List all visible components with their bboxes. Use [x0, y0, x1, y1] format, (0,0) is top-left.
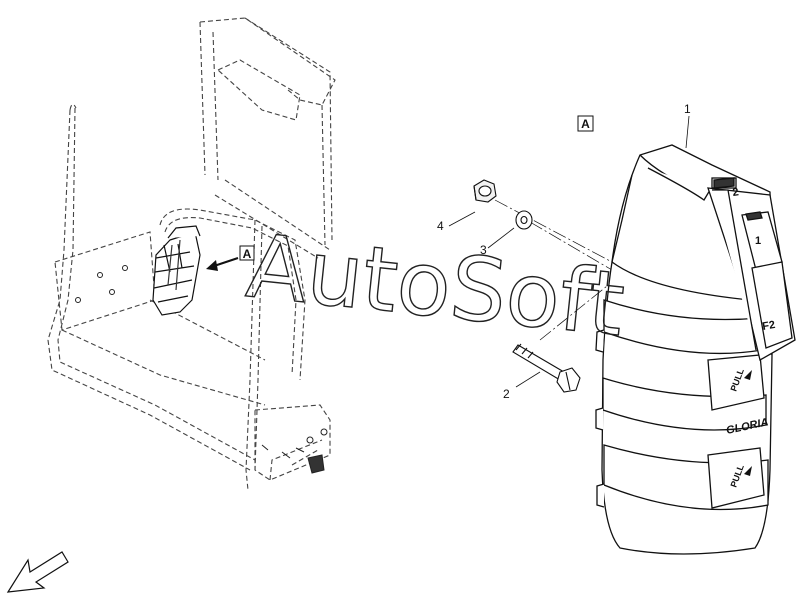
leader-lines [448, 115, 690, 388]
view-direction-arrow-icon [206, 257, 239, 271]
cap-marking: 2 [732, 186, 740, 199]
view-label-left-text: A [243, 247, 252, 261]
callouts: 1 4 3 2 [437, 102, 691, 401]
view-label-right-text: A [581, 117, 590, 131]
part-extinguisher-holder [595, 144, 796, 555]
view-label-right: A [577, 115, 594, 132]
callout-2: 2 [503, 387, 510, 401]
view-label-left: A [239, 245, 255, 261]
watermark: AutoSoft [242, 214, 629, 356]
center-lines [494, 199, 613, 341]
front-direction-arrow-icon [6, 551, 69, 593]
tab-marking-f2: F2 [761, 319, 776, 333]
tab-marking-1: 1 [755, 235, 761, 247]
installed-extinguisher [152, 225, 201, 316]
frame-assembly [47, 17, 336, 491]
part-bolt [512, 343, 581, 393]
callout-3: 3 [480, 243, 487, 257]
callout-1: 1 [684, 102, 691, 116]
part-nut [473, 179, 497, 203]
callout-4: 4 [437, 219, 444, 233]
part-washer [515, 210, 533, 230]
frame-details [75, 265, 328, 474]
